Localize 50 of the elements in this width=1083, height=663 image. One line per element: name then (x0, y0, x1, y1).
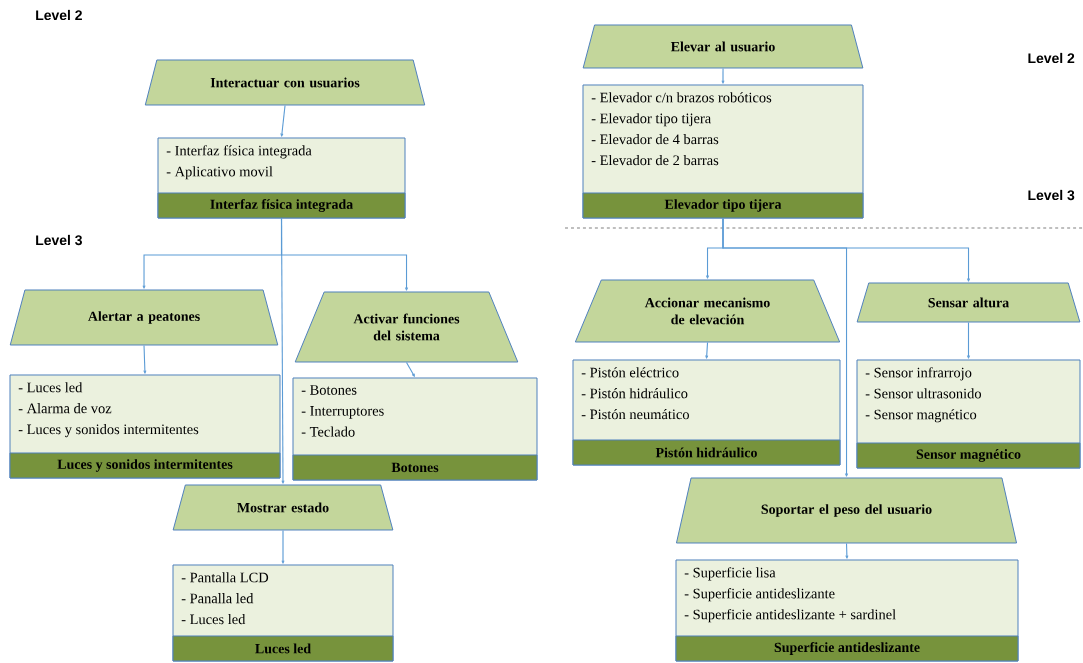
selected-option-bar: Botones (292, 454, 538, 481)
level-label: Level 3 (36, 234, 82, 246)
function-trapezoid: Mostrar estado (172, 484, 394, 531)
option-box (292, 377, 538, 481)
option-list: - Luces led - Alarma de voz - Luces y sonidos intermitentes (18, 382, 199, 438)
node-label: - Elevador de 4 barras (591, 134, 719, 145)
option-box (572, 359, 841, 466)
selected-option-bar: Elevador tipo tijera (582, 192, 864, 219)
option-list: - Superficie lisa - Superficie antideslizante - Superficie antideslizante + sardinel (684, 567, 896, 623)
function-trapezoid: Interactuar con usuarios (144, 59, 426, 106)
option-list: - Botones - Interruptores - Teclado (301, 385, 384, 437)
function-trapezoid: Activar funciones del sistema (294, 291, 519, 363)
arrow (845, 542, 849, 559)
node-label: - Elevador tipo tijera (591, 113, 711, 127)
function-trapezoid: Alertar a peatones (9, 289, 279, 346)
selected-option-bar: Pistón hidráulico (572, 439, 841, 466)
option-box (856, 359, 1081, 469)
function-trapezoid: Sensar altura (856, 282, 1081, 323)
selected-option-bar: Sensor magnético (856, 442, 1081, 469)
option-list: - Pantalla LCD - Panalla led - Luces led (181, 572, 269, 625)
level-label: Level 2 (1028, 52, 1075, 64)
arrow (281, 529, 285, 564)
function-trapezoid: Soportar el peso del usuario (675, 477, 1018, 544)
arrow (722, 217, 848, 477)
option-box (582, 84, 864, 219)
option-box (157, 137, 406, 219)
level-label: Level 2 (36, 9, 82, 21)
arrow (705, 341, 709, 359)
option-list: - Interfaz física integrada - Aplicativo movil (166, 145, 312, 180)
selected-option-bar: Interfaz física integrada (157, 192, 406, 219)
function-trapezoid: Accionar mecanismo de elevación (574, 279, 841, 343)
selected-option-bar: Luces led (172, 635, 394, 662)
arrow (143, 344, 147, 374)
option-box (172, 564, 394, 662)
option-box (675, 559, 1019, 662)
selected-option-bar: Superficie antideslizante (675, 635, 1019, 662)
option-list: - Sensor infrarrojo - Sensor ultrasonido - Sensor magnético (865, 367, 981, 423)
option-box (9, 374, 281, 479)
selected-option-bar: Luces y sonidos intermitentes (9, 452, 281, 479)
function-trapezoid: Elevar al usuario (582, 24, 864, 69)
arrow (405, 361, 415, 377)
option-list: - Elevador c/n brazos robóticos - Elevador tipo tijera - Elevador de 4 barras - Elevador de 2 barras (591, 92, 772, 166)
arrow (280, 217, 285, 484)
arrow (721, 67, 725, 84)
node-label: - Elevador de 2 barras (591, 154, 719, 166)
node-label: - Elevador c/n brazos robóticos (591, 92, 772, 103)
option-list: - Pistón eléctrico - Pistón hidráulico - Pistón neumático (581, 367, 689, 420)
arrow (280, 104, 286, 137)
level-label: Level 3 (1028, 189, 1075, 201)
arrow (967, 321, 970, 359)
